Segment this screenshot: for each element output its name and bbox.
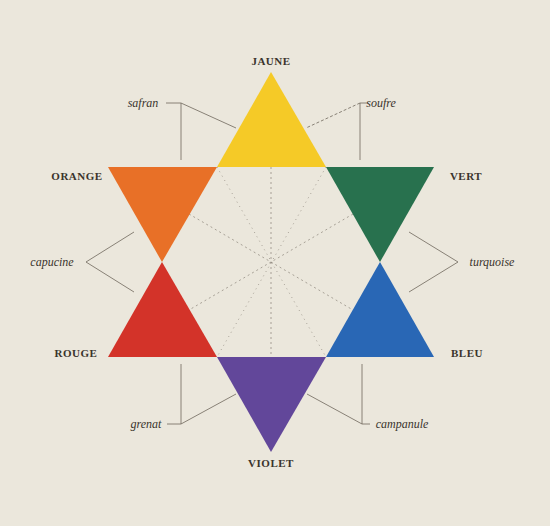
color-triangle: VERT bbox=[326, 167, 434, 262]
color-name: JAUNE bbox=[251, 55, 290, 67]
shade-label: safran bbox=[128, 96, 159, 111]
triangle-shape bbox=[108, 262, 217, 357]
color-name: BLEU bbox=[451, 347, 483, 359]
color-name: ROUGE bbox=[55, 347, 98, 359]
shade-label: soufre bbox=[366, 96, 396, 111]
color-name: ORANGE bbox=[51, 170, 102, 182]
triangle-shape bbox=[217, 357, 326, 452]
color-name: VIOLET bbox=[248, 457, 294, 469]
shade-label: campanule bbox=[376, 417, 429, 432]
triangle-shape bbox=[326, 167, 434, 262]
triangle-shape bbox=[217, 72, 326, 167]
triangle-shape bbox=[326, 262, 434, 357]
color-name: VERT bbox=[450, 170, 482, 182]
shade-label: capucine bbox=[30, 255, 73, 270]
triangle-shape bbox=[108, 167, 217, 262]
color-triangle: ROUGE bbox=[108, 262, 217, 357]
color-triangle: VIOLET bbox=[217, 357, 326, 452]
color-triangle: ORANGE bbox=[108, 167, 217, 262]
color-triangle: BLEU bbox=[326, 262, 434, 357]
inner-guides bbox=[189, 167, 353, 357]
color-triangle: JAUNE bbox=[217, 72, 326, 167]
shade-label: turquoise bbox=[470, 255, 515, 270]
shade-label: grenat bbox=[131, 417, 162, 432]
